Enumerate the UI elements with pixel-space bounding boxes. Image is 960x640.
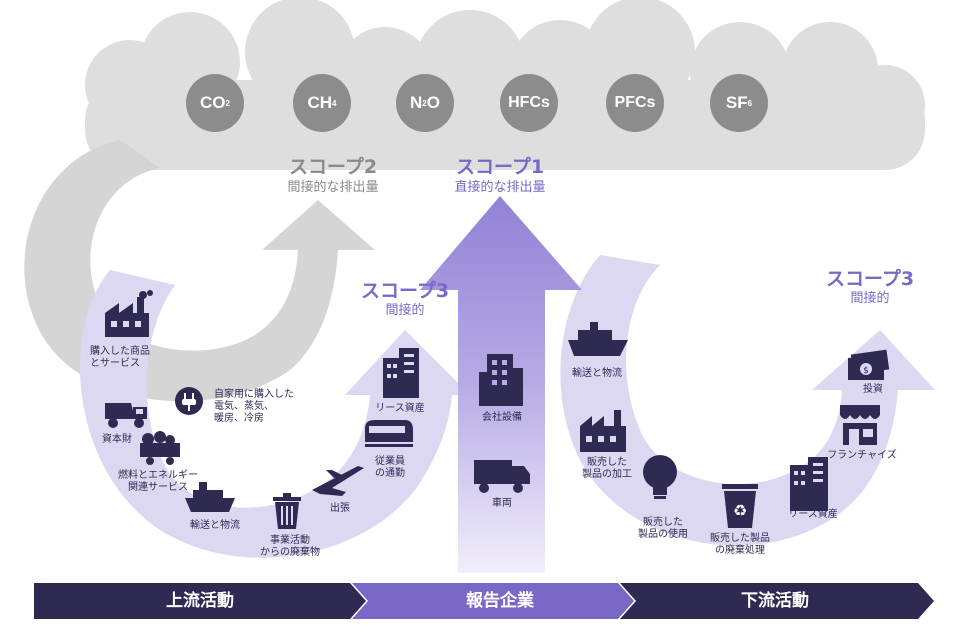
factory-icon [580,410,626,452]
gas-pfcs: PFCs [606,74,664,132]
delivery-truck-icon [474,460,530,493]
plane-icon [312,466,364,496]
scope3-upstream-subtitle: 間接的 [385,303,425,318]
band-downstream: 下流活動 [741,591,809,611]
plug-icon [175,387,203,415]
label-commuting: 従業員 の通勤 [375,456,405,479]
label-business-travel: 出張 [330,503,350,514]
upstream-purple-arrow [80,270,471,558]
label-franchise: フランチャイズ [827,450,897,461]
scope1-subtitle: 直接的な排出量 [454,180,546,195]
truck-icon [105,403,147,428]
trash-can-icon [273,493,301,529]
storefront-icon [840,405,880,445]
gas-hfcs: HFCs [500,74,558,132]
office-building-icon [479,354,523,406]
label-downstream-leased-assets: リース資産 [788,509,838,520]
bottom-band [34,583,934,619]
scope3-upstream-title: スコープ3 [360,280,450,302]
svg-text:$: $ [863,366,869,376]
label-upstream-leased-assets: リース資産 [375,403,425,414]
scope1-title: スコープ1 [455,156,545,178]
scope3-downstream-subtitle: 間接的 [850,291,890,306]
label-fuel-energy: 燃料とエネルギー 関連サービス [118,470,198,493]
recycle-bin-icon: ♻ [722,484,758,528]
label-company-vehicles: 車両 [492,498,512,509]
train-icon [365,420,413,447]
label-purchased-electricity: 自家用に購入した 電気、蒸気、 暖房、冷房 [214,389,294,424]
band-reporting-company: 報告企業 [466,591,534,611]
label-processing: 販売した 製品の加工 [582,457,632,480]
ship-icon [568,322,628,356]
scope2-title: スコープ2 [288,156,378,178]
scope3-downstream-title: スコープ3 [825,268,915,290]
label-waste: 事業活動 からの廃棄物 [260,535,320,558]
scope2-subtitle: 間接的な排出量 [287,180,379,195]
factory-icon [105,290,153,337]
label-investment: 投資 [863,384,883,395]
band-upstream: 上流活動 [166,591,234,611]
light-bulb-icon [643,455,677,499]
label-upstream-transport: 輸送と物流 [190,520,240,531]
label-end-of-life: 販売した製品 の廃棄処理 [710,533,770,556]
coal-cart-icon [140,431,180,465]
svg-text:♻: ♻ [733,501,747,520]
label-purchased-goods: 購入した商品 とサービス [90,346,150,369]
money-icon: $ [848,349,890,380]
label-company-facilities: 会社設備 [482,412,522,423]
label-product-use: 販売した 製品の使用 [638,517,688,540]
ship-icon [185,482,235,512]
label-downstream-transport: 輸送と物流 [572,368,622,379]
building-icon [790,457,828,511]
building-icon [383,348,419,398]
label-capital-goods: 資本財 [102,434,132,445]
